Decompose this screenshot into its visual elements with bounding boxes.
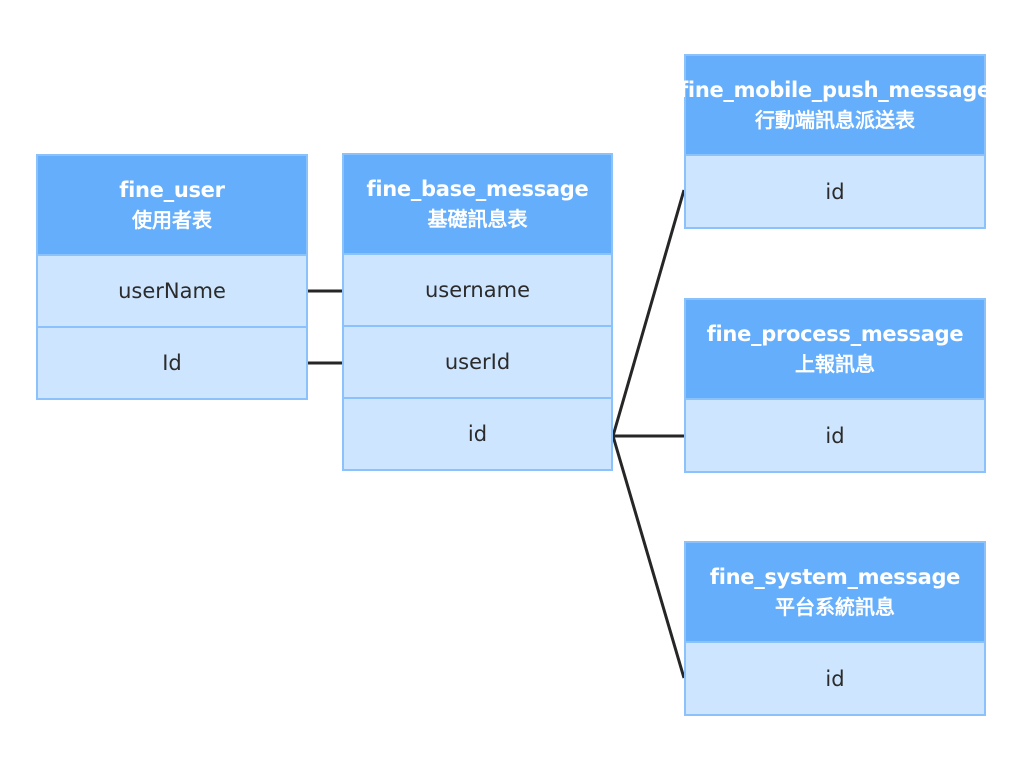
table-name: fine_user — [119, 178, 225, 203]
field-username: username — [342, 255, 613, 327]
field-id: id — [684, 643, 986, 716]
field-id: id — [684, 156, 986, 229]
table-description: 使用者表 — [132, 207, 212, 232]
table-fine-mobile-push-message: fine_mobile_push_message 行動端訊息派送表 id — [679, 54, 991, 229]
table-description: 平台系統訊息 — [775, 594, 895, 619]
table-name: fine_base_message — [366, 177, 589, 202]
field-id: Id — [36, 328, 308, 400]
table-header: fine_process_message 上報訊息 — [684, 298, 986, 400]
table-fine-user: fine_user 使用者表 userName Id — [36, 154, 308, 400]
table-fine-process-message: fine_process_message 上報訊息 id — [684, 298, 986, 473]
table-name: fine_process_message — [706, 322, 964, 347]
table-header: fine_user 使用者表 — [36, 154, 308, 256]
table-description: 行動端訊息派送表 — [755, 107, 915, 132]
table-header: fine_system_message 平台系統訊息 — [684, 541, 986, 643]
connector-id-system — [611, 435, 686, 679]
table-name: fine_system_message — [709, 565, 961, 590]
table-header: fine_base_message 基礎訊息表 — [342, 153, 613, 255]
table-fine-system-message: fine_system_message 平台系統訊息 id — [684, 541, 986, 716]
field-username: userName — [36, 256, 308, 328]
table-description: 上報訊息 — [795, 351, 875, 376]
connector-id-mobile — [611, 189, 686, 437]
table-description: 基礎訊息表 — [427, 206, 528, 231]
field-id: id — [684, 400, 986, 473]
field-userid: userId — [342, 327, 613, 399]
table-header: fine_mobile_push_message 行動端訊息派送表 — [679, 54, 991, 156]
field-id: id — [342, 399, 613, 471]
table-name: fine_mobile_push_message — [679, 78, 991, 103]
table-fine-base-message: fine_base_message 基礎訊息表 username userId … — [342, 153, 613, 471]
